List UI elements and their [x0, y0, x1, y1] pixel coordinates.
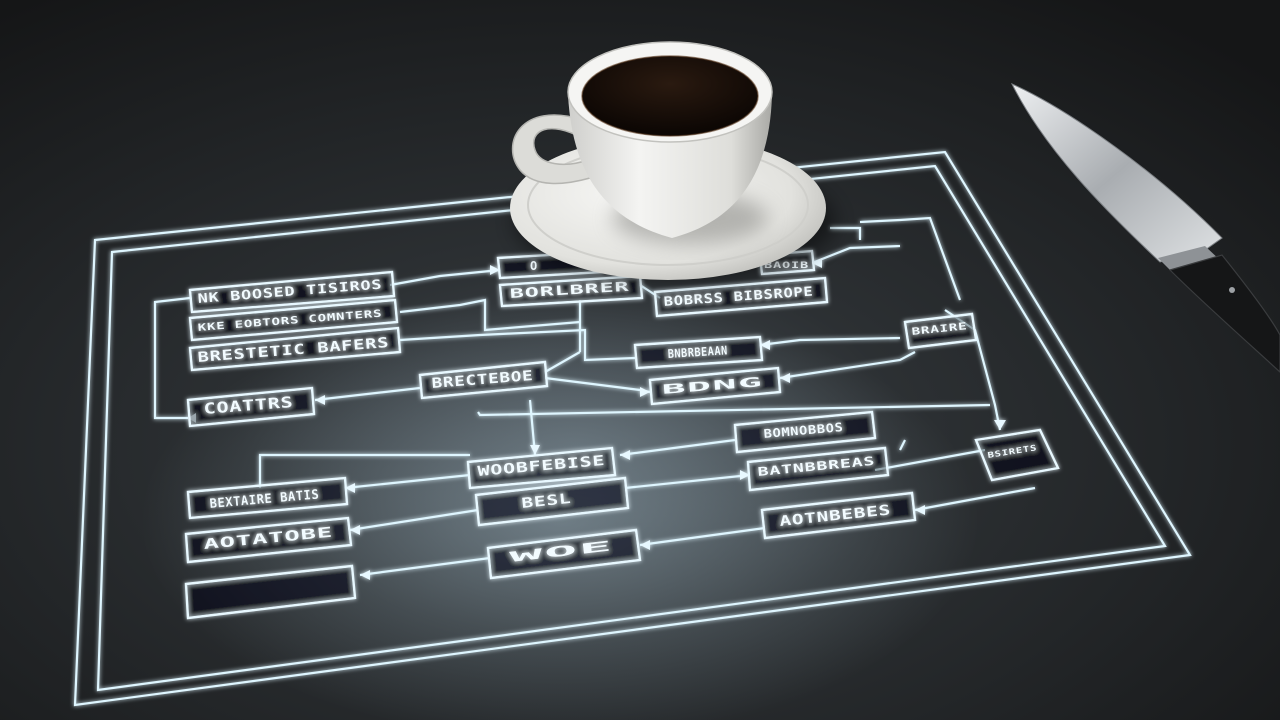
box-label: BNBRBEAAN: [667, 343, 728, 361]
box-label: BOMNOBBOS: [763, 420, 844, 441]
diagram-arrowheads: [188, 258, 1006, 580]
diagram-box: BOMNOBBOS: [733, 410, 877, 454]
diagram-box: BNBRBEAAN: [633, 335, 764, 370]
box-label: BAOIB: [764, 261, 809, 271]
glowing-diagram: NK BOOSED TISIROS KKE EOBTORS COMNTERS B…: [73, 150, 1192, 707]
diagram-box: AOTATOBE: [184, 516, 353, 564]
coffee-surface: [582, 56, 758, 136]
diagram-box: BESL: [474, 476, 630, 527]
box-label: BRECTEBOE: [431, 368, 534, 392]
box-label: BORLBRER: [509, 280, 630, 302]
box-label: O: [530, 259, 538, 273]
diagram-box: BSIRETS: [974, 428, 1060, 482]
kitchen-knife: [1010, 82, 1280, 373]
knife-rivet: [1229, 287, 1235, 293]
diagram-box: [184, 564, 357, 620]
coffee-cup: [510, 41, 835, 280]
diagram-box: AOTNBEBES: [760, 491, 917, 540]
diagram-box: BEXTAIRE BATIS: [186, 476, 349, 520]
diagram-box: BATNBBREAS: [746, 446, 890, 492]
diagram-box: COATTRS: [186, 386, 316, 428]
diagram-box: BDNG: [648, 366, 782, 406]
diagram-box: WOE: [486, 528, 642, 580]
diagram-box: WOOBFEBISE: [466, 446, 617, 490]
diagram-box: BRECTEBOE: [418, 360, 549, 400]
knife-blade: [1010, 82, 1223, 263]
box-label: BESL: [521, 491, 572, 512]
coffee-edge: [581, 55, 759, 137]
diagram-box: BOBRSS BIBSROPE: [653, 276, 829, 318]
diagram-box: BORLBRER: [498, 274, 644, 308]
diagram-box: BRAIRE: [903, 312, 978, 350]
